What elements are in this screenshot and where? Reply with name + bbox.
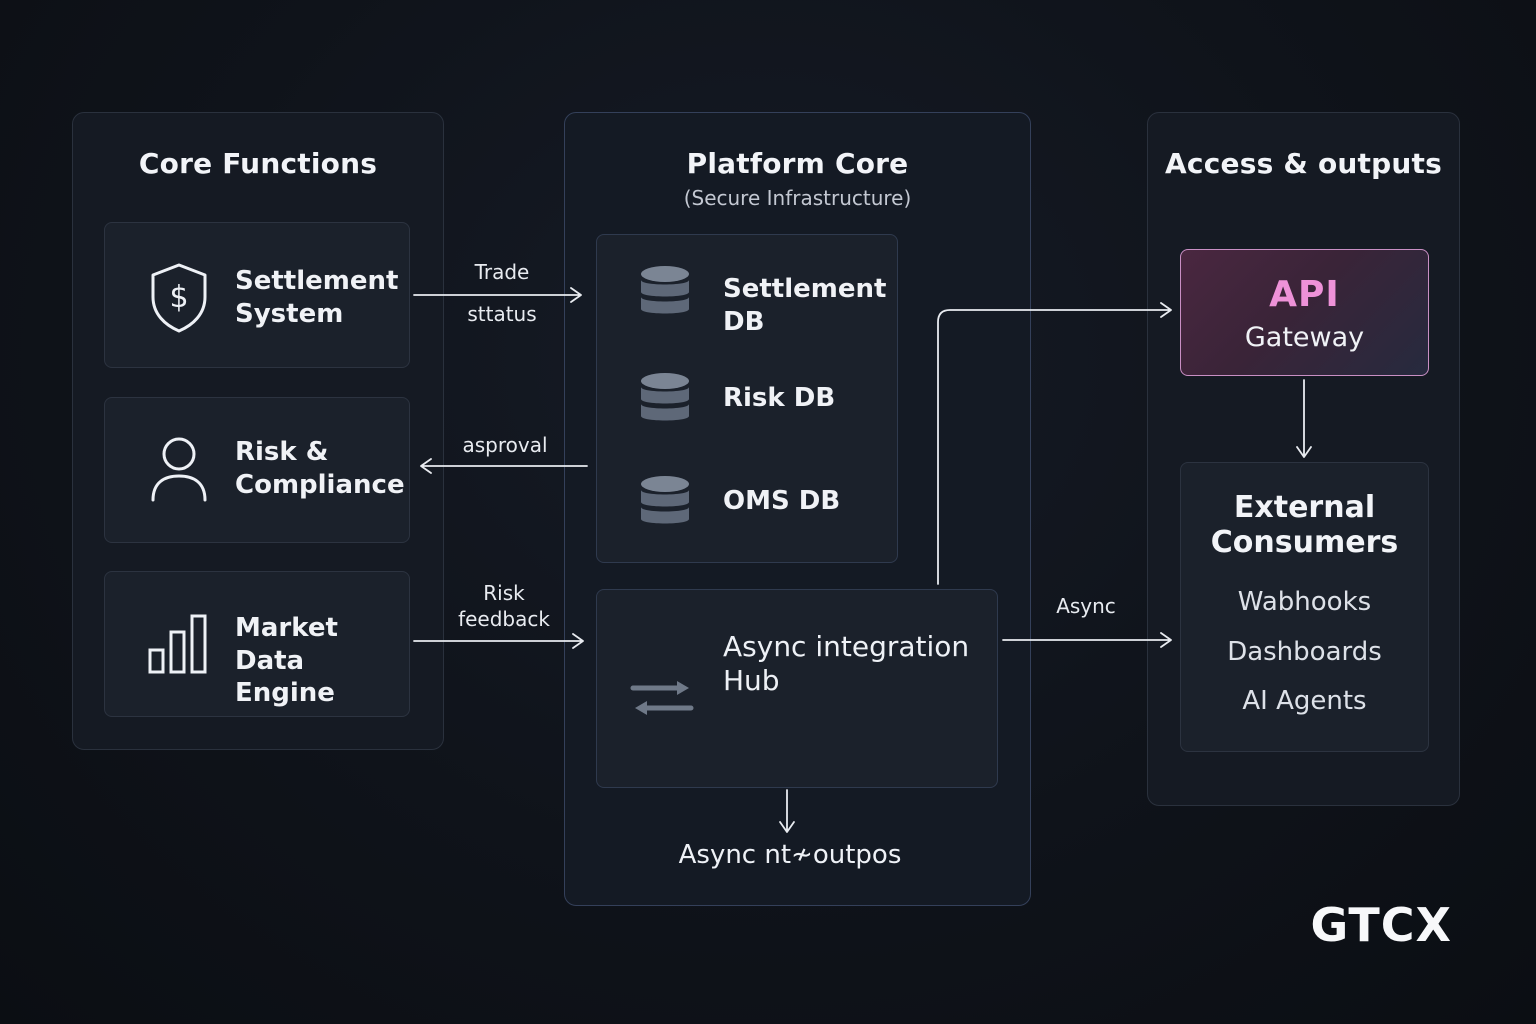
risk-compliance-card[interactable]: Risk & Compliance: [104, 397, 410, 543]
access-outputs-title: Access & outputs: [1165, 147, 1442, 180]
approval-label: asproval: [462, 433, 548, 457]
svg-text:$: $: [169, 280, 188, 315]
database-group-card: Settlement DB Risk DB OMS DB: [596, 234, 898, 563]
api-to-consumers-arrow: [1296, 379, 1312, 458]
hub-output-label: Async nt≁outpos: [678, 840, 902, 870]
api-gateway-box[interactable]: API Gateway: [1180, 249, 1429, 376]
shield-dollar-icon: $: [151, 263, 207, 333]
consumer-item-dashboards[interactable]: Dashboards: [1227, 637, 1382, 667]
settlement-db-label: Settlement DB: [723, 274, 887, 337]
async-label: Async: [1056, 594, 1116, 618]
external-consumers-card: External Consumers Wabhooks Dashboards A…: [1180, 462, 1429, 752]
consumer-item-webhooks[interactable]: Wabhooks: [1237, 587, 1372, 617]
brand-logo: GTCX: [1310, 898, 1452, 952]
trade-status-arrow: [413, 287, 582, 303]
database-icon: [641, 476, 689, 524]
trade-status-label: Trade sttatus: [467, 260, 537, 326]
platform-core-subtitle: (Secure Infrastructure): [683, 186, 912, 210]
async-arrow: [1002, 632, 1172, 648]
oms-db-label: OMS DB: [723, 486, 841, 516]
async-integration-hub-card[interactable]: Async integration Hub: [596, 589, 998, 788]
market-data-engine-label: Market Data Engine: [235, 613, 338, 708]
consumer-item-ai-agents[interactable]: AI Agents: [1242, 686, 1367, 716]
database-icon: [641, 266, 689, 314]
risk-feedback-label: Risk feedback: [458, 581, 550, 631]
api-gateway-subtitle: Gateway: [1244, 322, 1365, 353]
platform-core-title: Platform Core: [686, 147, 909, 180]
approval-arrow: [420, 458, 588, 474]
exchange-arrows-icon: [630, 681, 694, 715]
core-functions-title: Core Functions: [138, 147, 378, 180]
async-hub-label: Async integration Hub: [723, 630, 970, 697]
bar-chart-icon: [148, 614, 207, 674]
risk-compliance-label: Risk & Compliance: [235, 437, 405, 500]
hub-to-api-arrow: [937, 302, 1172, 585]
api-gateway-title: API: [1269, 274, 1340, 315]
user-icon: [151, 437, 207, 502]
risk-db-label: Risk DB: [723, 383, 836, 413]
settlement-system-label: Settlement System: [235, 266, 399, 329]
external-consumers-title: External Consumers: [1210, 490, 1399, 560]
risk-feedback-arrow: [413, 633, 584, 649]
settlement-system-card[interactable]: $ Settlement System: [104, 222, 410, 368]
hub-to-output-arrow: [779, 789, 795, 833]
market-data-engine-card[interactable]: Market Data Engine: [104, 571, 410, 717]
database-icon: [641, 373, 689, 421]
